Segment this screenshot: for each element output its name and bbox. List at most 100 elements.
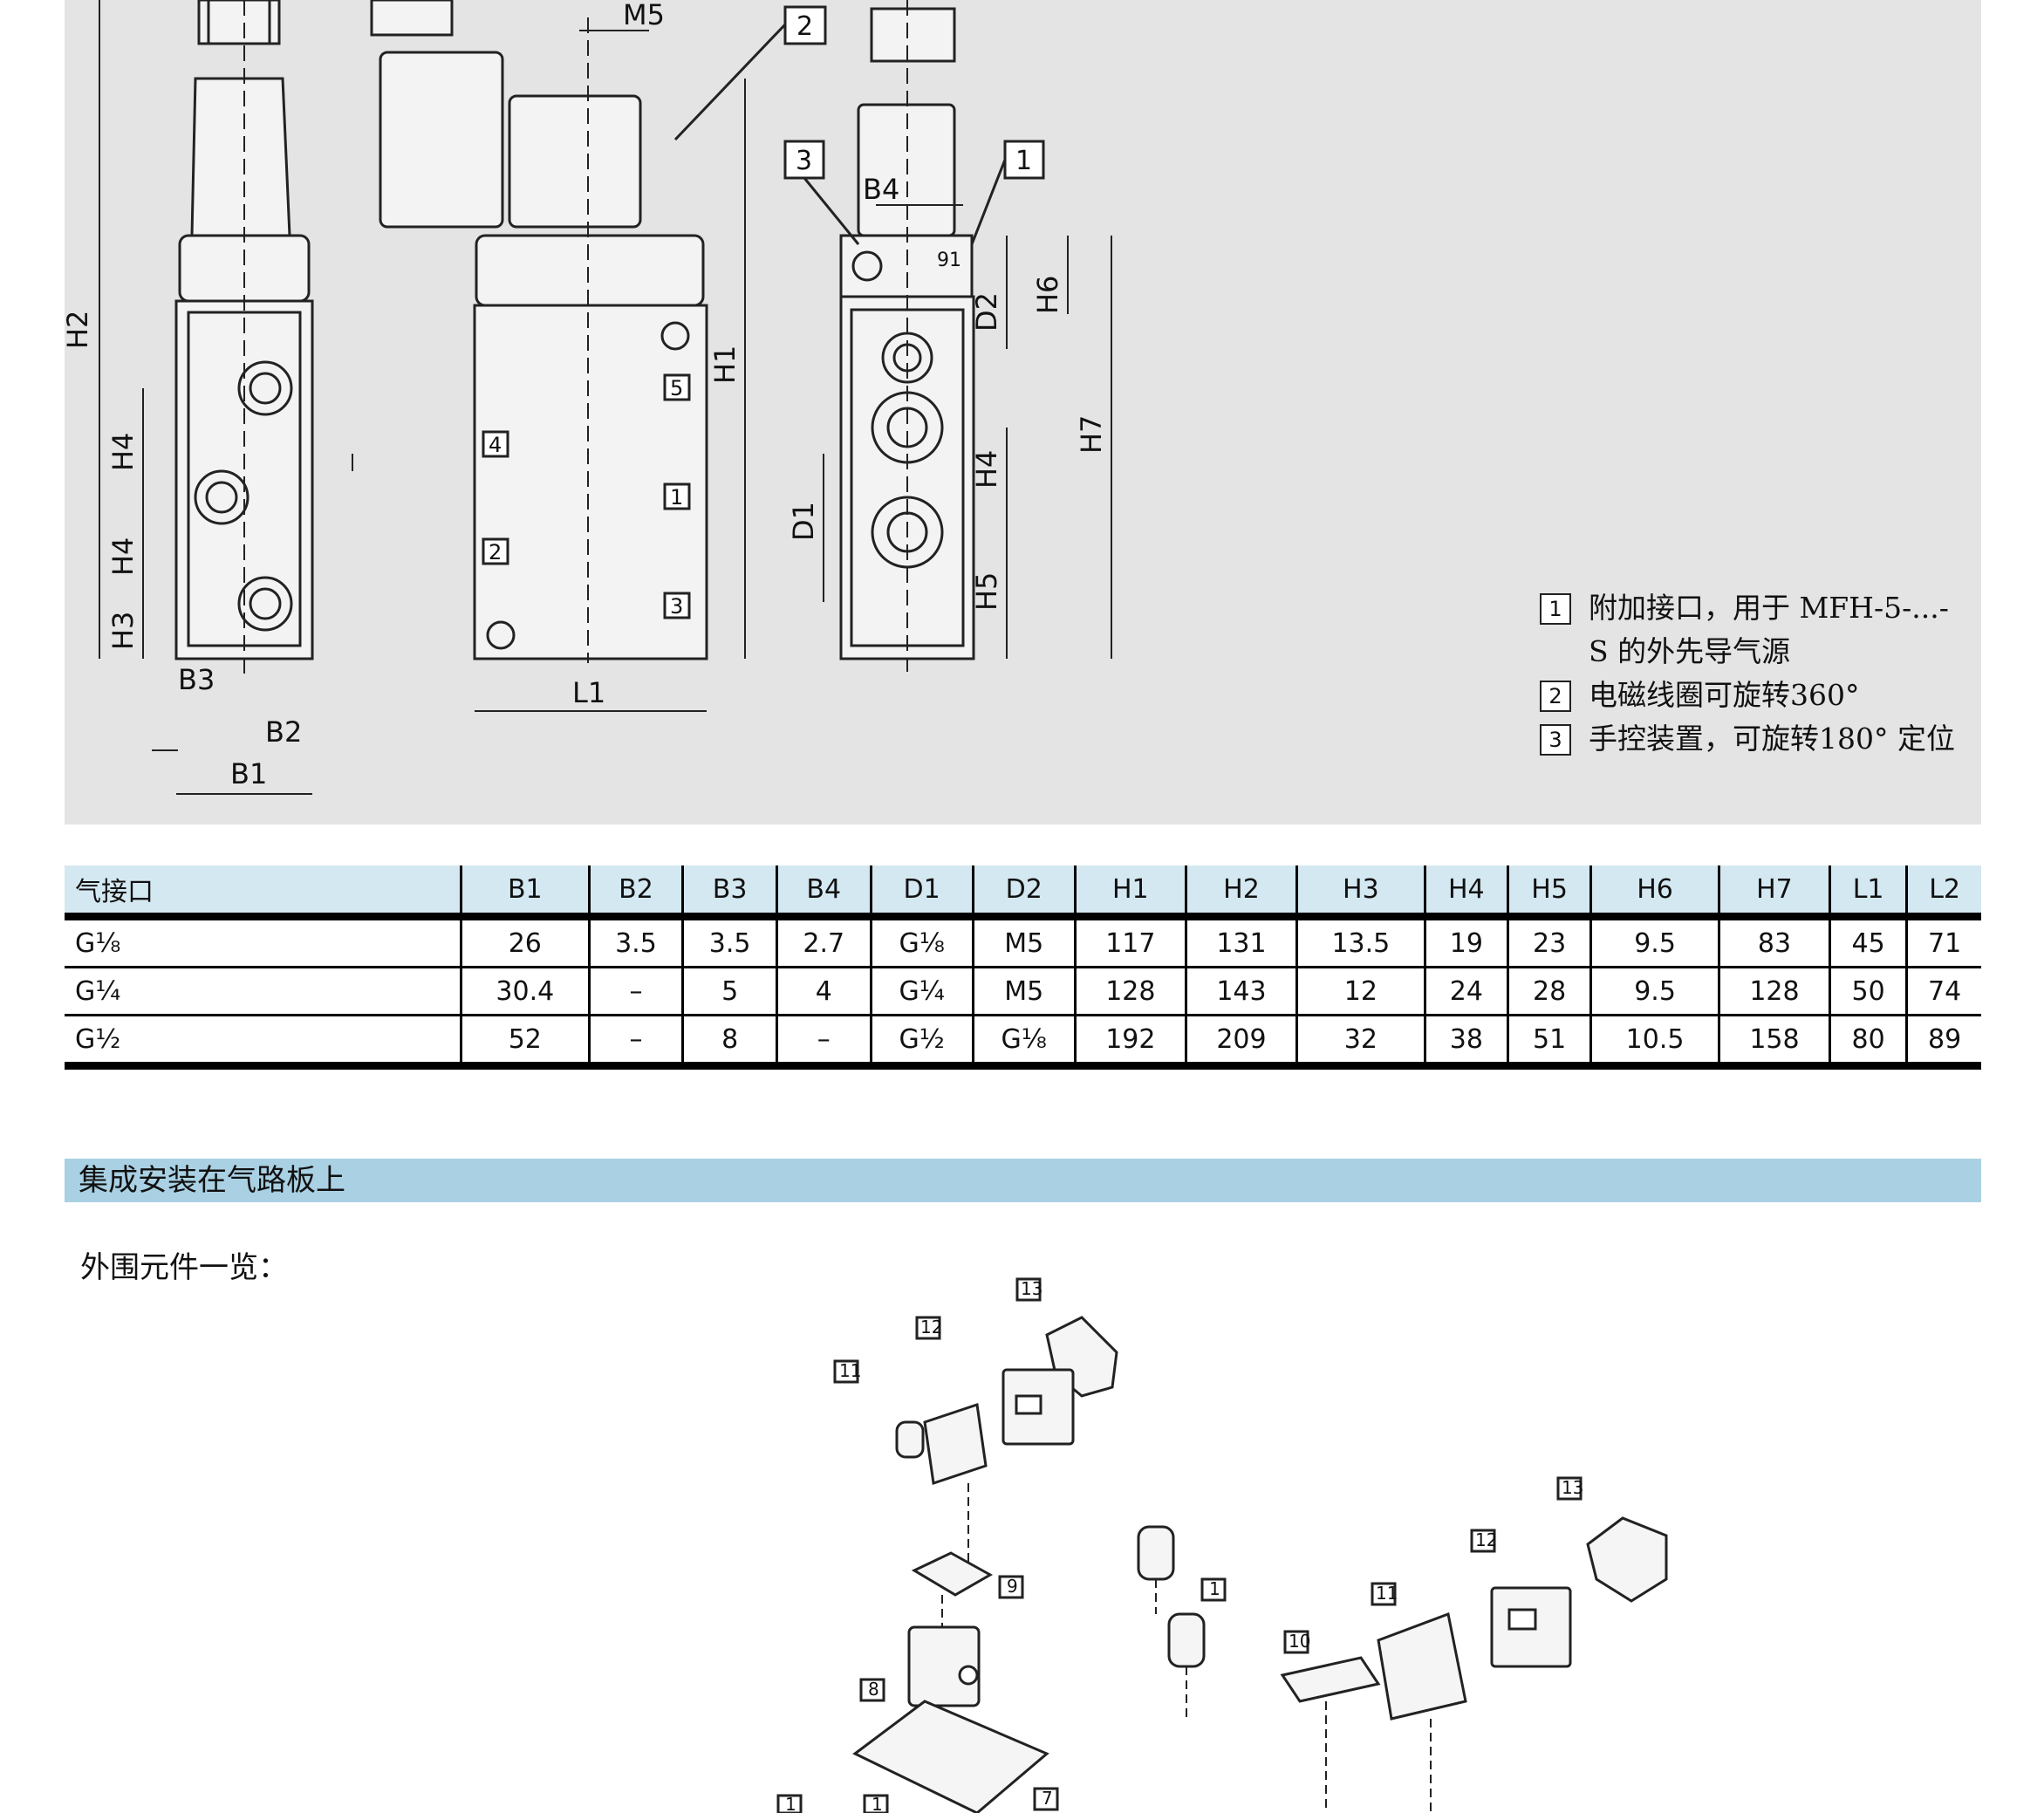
table-cell: – [775,1015,872,1070]
port-2: 2 [489,540,502,564]
port-5: 5 [670,376,683,400]
table-cell: 9.5 [1589,967,1719,1016]
port-4: 4 [489,433,502,457]
legend-number: 1 [1540,593,1571,625]
table-row: G⅛ 26 3.5 3.5 2.7 G⅛ M5 117 131 13.5 19 … [65,916,1981,968]
callout-13-top: 13 [1021,1278,1043,1299]
exploded-callouts: 13 12 11 9 8 1 1 10 13 12 11 7 1 [776,1277,1583,1813]
table-cell: 28 [1506,967,1591,1016]
callout-1-c: 1 [785,1794,796,1813]
drawing-callouts: 2 3 1 [673,5,1045,245]
dim-D2: D2 [970,292,1003,332]
table-cell: G⅛ [65,916,461,968]
solenoid-coil-part [907,1625,981,1707]
callout-2: 2 [796,11,813,42]
table-cell: 71 [1905,916,1981,968]
header-h1: H1 [1073,865,1186,920]
table-cell: 45 [1829,916,1907,968]
table-cell: 4 [775,967,872,1016]
dim-D1: D1 [787,502,820,541]
seal-part [911,1551,994,1597]
header-b2: B2 [587,865,683,920]
fitting-part-1 [1137,1525,1175,1581]
legend-number: 2 [1540,681,1571,712]
table-cell: 9.5 [1589,916,1719,968]
table-cell: 2.7 [775,916,872,968]
header-b1: B1 [460,865,590,920]
dimension-texts: H2 H4 H4 H3 B3 B2 B1 M5 H1 L1 B4 91 D2 H… [65,0,1108,790]
callout-1: 1 [1015,146,1032,176]
header-h6: H6 [1589,865,1719,920]
dim-H4-c: H4 [970,450,1003,489]
assembly-lines [941,1483,1432,1813]
valve-body-part [852,1700,1049,1813]
table-cell: 158 [1717,1015,1830,1070]
callout-9: 9 [1007,1576,1018,1597]
callout-7: 7 [1042,1788,1053,1809]
right-connector-group [1377,1516,1668,1721]
dimensions-table: 气接口 B1 B2 B3 B4 D1 D2 H1 H2 H3 H4 H5 H6 … [65,865,1981,1070]
section-heading: 集成安装在气路板上 [65,1159,1981,1202]
legend-item: 3 手控装置，可旋转180° 定位 [1540,717,1959,761]
dim-H2: H2 [65,311,94,349]
table-cell: M5 [971,967,1076,1016]
table-cell: 83 [1717,916,1830,968]
table-cell: 10.5 [1589,1015,1719,1070]
port-3: 3 [670,594,683,619]
table-cell: 209 [1184,1015,1297,1070]
coil-plug-part [923,1403,988,1485]
port-labels: 5 4 1 2 3 [482,373,691,619]
table-cell: 50 [1829,967,1907,1016]
header-b4: B4 [775,865,872,920]
table-cell: 24 [1423,967,1508,1016]
table-cell: G½ [65,1015,461,1070]
table-cell: 38 [1423,1015,1508,1070]
table-cell: 13.5 [1295,916,1425,968]
dim-H4-b: H4 [106,537,140,576]
table-header-row: 气接口 B1 B2 B3 B4 D1 D2 H1 H2 H3 H4 H5 H6 … [65,865,1981,920]
dim-H4-a: H4 [106,433,140,471]
technical-drawing: H2 H4 H4 H3 B3 B2 B1 M5 H1 L1 B4 91 D2 H… [65,0,1981,824]
table-cell: 51 [1506,1015,1591,1070]
table-cell: G⅛ [971,1015,1076,1070]
legend-number: 3 [1540,724,1571,756]
table-cell: – [587,967,683,1016]
table-cell: 128 [1073,967,1186,1016]
table-cell: G¼ [869,967,974,1016]
legend-item: 1 附加接口，用于 MFH-5-...-S 的外先导气源 [1540,586,1959,674]
table-cell: 32 [1295,1015,1425,1070]
base-parts [852,1525,1381,1813]
header-d2: D2 [971,865,1076,920]
table-cell: 5 [681,967,777,1016]
blank-plate-part [1280,1656,1381,1703]
callout-11-right: 11 [1376,1583,1398,1604]
table-cell: 80 [1829,1015,1907,1070]
table-cell: 23 [1506,916,1591,968]
legend-text: 手控装置，可旋转180° 定位 [1589,722,1955,756]
table-row: G½ 52 – 8 – G½ G⅛ 192 209 32 38 51 10.5 … [65,1015,1981,1070]
dim-H5: H5 [970,572,1003,611]
callout-13-right: 13 [1562,1477,1583,1498]
table-cell: – [587,1015,683,1070]
header-h3: H3 [1295,865,1425,920]
dim-B2: B2 [265,715,302,749]
legend-text: 附加接口，用于 MFH-5-...-S 的外先导气源 [1589,591,1949,668]
end-view [839,0,975,672]
port-1: 1 [670,485,683,510]
table-cell: 131 [1184,916,1297,968]
table-cell: G⅛ [869,916,974,968]
legend-item: 2 电磁线圈可旋转360° [1540,674,1959,717]
callout-legend: 1 附加接口，用于 MFH-5-...-S 的外先导气源 2 电磁线圈可旋转36… [1540,586,1959,761]
header-h4: H4 [1423,865,1508,920]
dim-H1: H1 [708,345,742,384]
header-d1: D1 [869,865,974,920]
callout-10: 10 [1289,1631,1310,1652]
exploded-view-svg: 13 12 11 9 8 1 1 10 13 12 11 7 1 [776,1277,1668,1813]
dim-B3: B3 [178,663,215,696]
fitting-part-2 [1167,1612,1206,1668]
dim-H6: H6 [1031,276,1064,314]
angled-plug-right-part [1586,1516,1668,1603]
dim-B1: B1 [230,757,267,790]
header-b3: B3 [681,865,777,920]
legend-text: 电磁线圈可旋转360° [1589,678,1860,712]
